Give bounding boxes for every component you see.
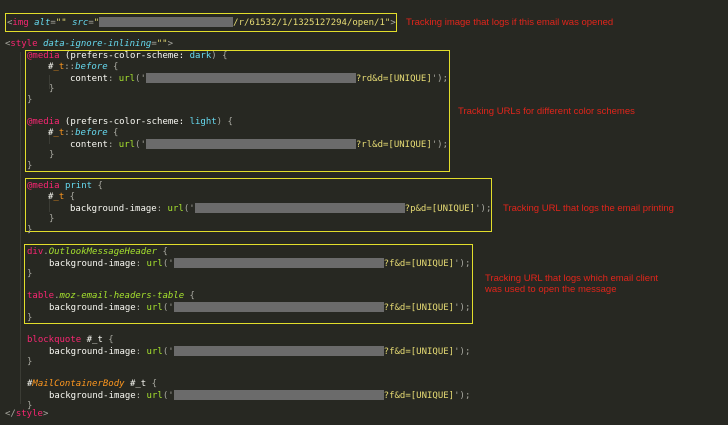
code-line-close-brace: } — [49, 84, 55, 94]
redacted-url — [99, 17, 234, 27]
highlight-box-print — [25, 178, 492, 232]
code-line-close-brace: } — [27, 401, 33, 411]
code-line-media-light: @media (prefers-color-scheme: light) { — [27, 117, 233, 127]
indent-guide — [49, 75, 50, 89]
code-line-mailcontainer-selector: #MailContainerBody #_t { — [27, 379, 158, 389]
code-line-img-tag: <img alt="" src="/r/61532/1/1325127294/o… — [7, 17, 396, 28]
code-line-close-brace: } — [27, 95, 33, 105]
code-line-close-brace: } — [27, 225, 33, 235]
code-line-selector: #_t::before { — [48, 128, 119, 138]
code-line-style-close: </style> — [5, 409, 49, 419]
annotation-printing: Tracking URL that logs the email printin… — [503, 203, 674, 214]
highlight-box-img-tag — [5, 13, 397, 32]
redacted-url — [194, 203, 405, 213]
code-line-style-open: <style data-ignore-inlining=""> — [5, 39, 173, 49]
indent-guide — [49, 198, 50, 212]
code-line-close-brace: } — [27, 269, 33, 279]
annotation-open-tracking: Tracking image that logs if this email w… — [406, 17, 614, 28]
code-line-close-brace: } — [27, 313, 33, 323]
code-line-content: content: url('?rl&d=[UNIQUE]'); — [70, 139, 449, 150]
code-line-background-image: background-image: url('?f&d=[UNIQUE]'); — [49, 302, 471, 313]
code-line-media-dark: @media (prefers-color-scheme: dark) { — [27, 51, 228, 61]
redacted-url — [173, 346, 384, 356]
indent-guide — [49, 130, 50, 144]
code-line-selector: #_t::before { — [48, 62, 119, 72]
code-line-selector: #_t { — [48, 192, 76, 202]
indent-guide — [20, 52, 21, 404]
code-line-background-image: background-image: url('?p&d=[UNIQUE]'); — [70, 203, 492, 214]
code-line-media-print: @media print { — [27, 181, 103, 191]
annotation-color-schemes: Tracking URLs for different color scheme… — [458, 106, 635, 117]
code-line-content: content: url('?rd&d=[UNIQUE]'); — [70, 73, 449, 84]
redacted-url — [173, 302, 384, 312]
redacted-url — [173, 258, 384, 268]
code-line-close-brace: } — [27, 161, 33, 171]
code-line-moz-selector: table.moz-email-headers-table { — [27, 291, 195, 301]
highlight-box-color-schemes — [25, 50, 450, 172]
redacted-url — [145, 139, 356, 149]
code-line-background-image: background-image: url('?f&d=[UNIQUE]'); — [49, 346, 471, 357]
redacted-url — [173, 390, 384, 400]
code-line-outlook-selector: div.OutlookMessageHeader { — [27, 247, 168, 257]
code-line-background-image: background-image: url('?f&d=[UNIQUE]'); — [49, 390, 471, 401]
redacted-url — [145, 73, 356, 83]
code-line-close-brace: } — [49, 150, 55, 160]
annotation-email-client: Tracking URL that logs which email clien… — [485, 273, 659, 295]
code-line-close-brace: } — [27, 357, 33, 367]
code-line-close-brace: } — [49, 214, 55, 224]
code-line-background-image: background-image: url('?f&d=[UNIQUE]'); — [49, 258, 471, 269]
highlight-box-email-client — [24, 244, 473, 324]
code-line-blockquote-selector: blockquote #_t { — [27, 335, 114, 345]
